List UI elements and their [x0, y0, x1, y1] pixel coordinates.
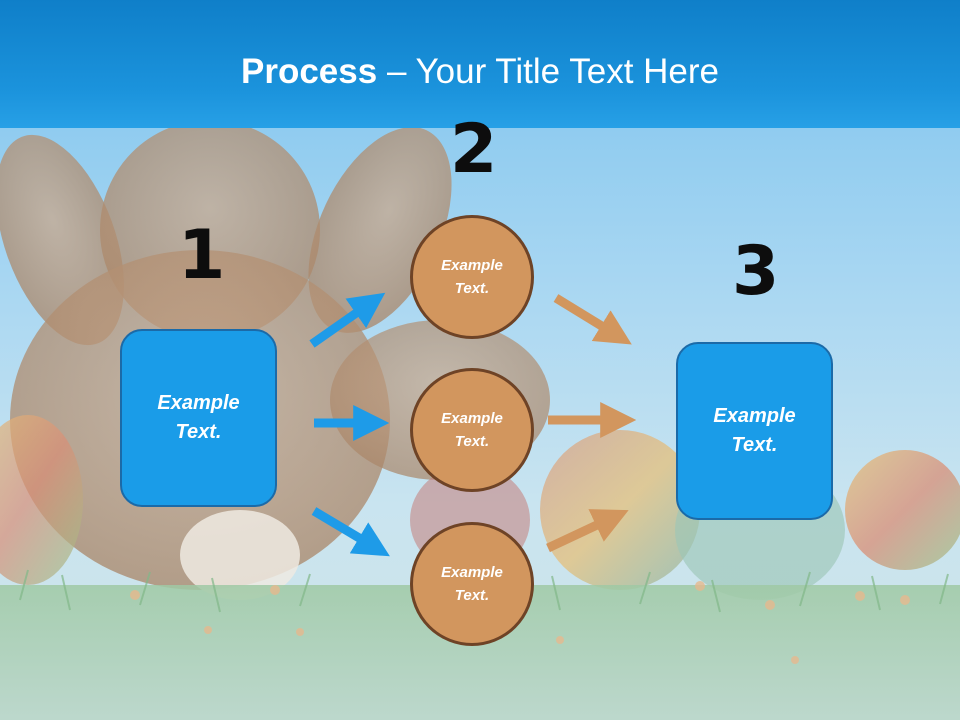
arrow-blue-up [309, 292, 386, 348]
step-2-circle-top: Example Text. [410, 215, 534, 339]
title-rest: – Your Title Text Here [377, 52, 719, 91]
circle-text: Example Text. [441, 564, 503, 604]
circle-text: Example Text. [441, 257, 503, 297]
slide-title: Process – Your Title Text Here [0, 52, 960, 92]
arrow-tan-up [546, 509, 629, 553]
step-1-box: Example Text. [120, 329, 277, 507]
step-number-2: 2 [450, 110, 498, 189]
step-number-3: 3 [732, 232, 780, 311]
title-bold: Process [241, 52, 378, 91]
step-2-circle-bottom: Example Text. [410, 522, 534, 646]
step-3-box-text: Example Text. [713, 405, 796, 456]
step-2-circle-middle: Example Text. [410, 368, 534, 492]
arrow-blue-down [311, 507, 390, 557]
step-1-box-text: Example Text. [157, 392, 240, 443]
header-bar [0, 0, 960, 128]
arrow-tan-down [553, 294, 632, 345]
step-number-1: 1 [178, 216, 226, 295]
step-3-box: Example Text. [676, 342, 833, 520]
circle-text: Example Text. [441, 410, 503, 450]
